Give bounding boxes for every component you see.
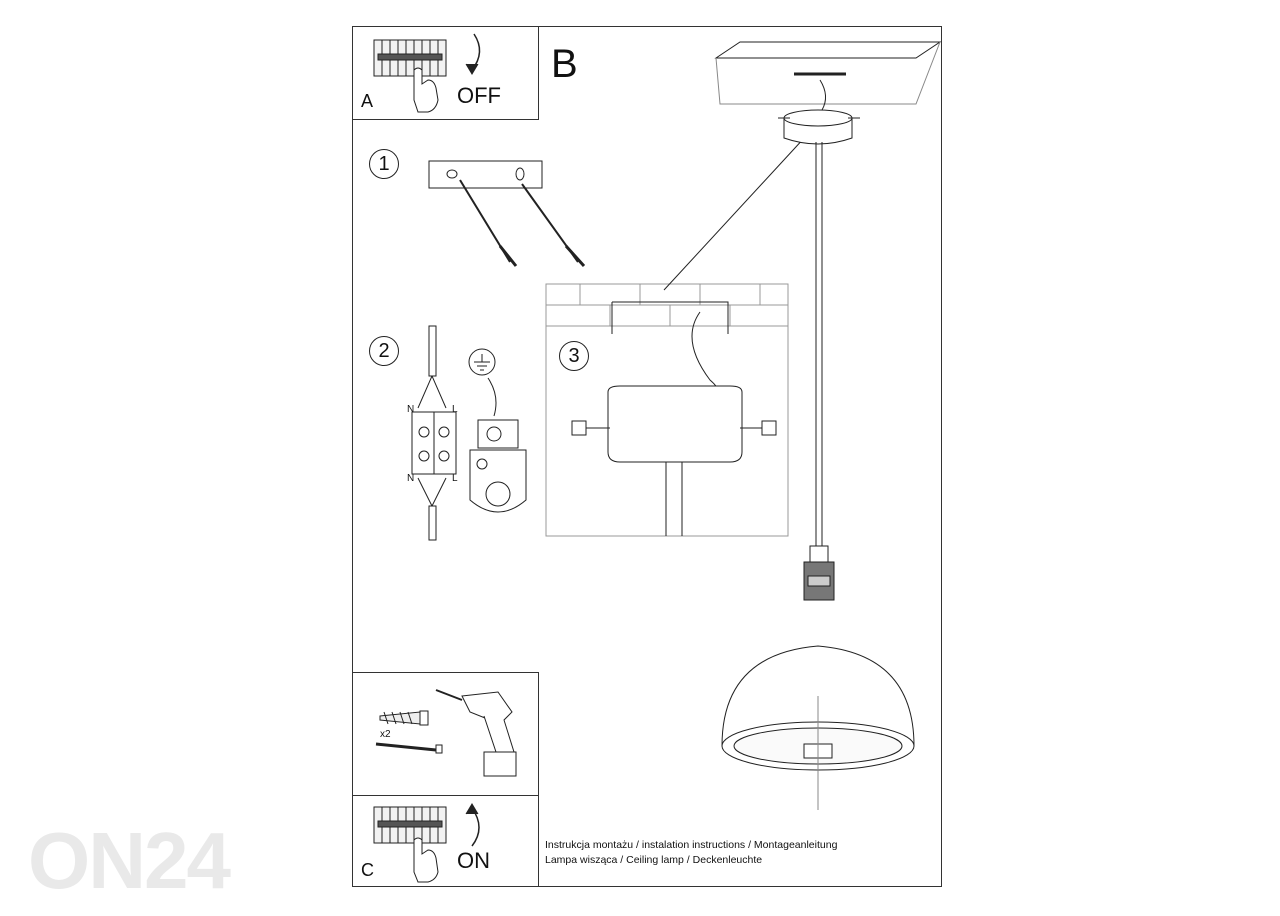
lamp-shade-icon bbox=[721, 645, 915, 810]
drill-icon bbox=[435, 689, 517, 777]
canopy-icon bbox=[778, 79, 860, 145]
fuse-box-icon bbox=[373, 39, 447, 77]
panel-a-letter: A bbox=[361, 91, 374, 111]
on24-watermark: ON24 bbox=[28, 816, 231, 905]
panel-b-letter: B bbox=[551, 42, 578, 86]
mounting-bracket-icon bbox=[428, 160, 586, 268]
terminal-block-icon bbox=[411, 325, 457, 541]
step-3-badge: 3 bbox=[559, 341, 589, 371]
panel-c-letter: C bbox=[361, 860, 374, 880]
hand-icon bbox=[413, 67, 439, 113]
instruction-sheet bbox=[352, 26, 942, 887]
ground-terminal-icon bbox=[468, 348, 527, 513]
step-2-badge: 2 bbox=[369, 336, 399, 366]
caption-line-1: Instrukcja montażu / instalation instruc… bbox=[545, 839, 838, 851]
canopy-detail-icon bbox=[545, 283, 789, 537]
wall-plug-icon bbox=[379, 710, 429, 726]
step-1-badge: 1 bbox=[369, 149, 399, 179]
hand-icon bbox=[413, 837, 439, 883]
panel-a-off-label: OFF bbox=[457, 83, 501, 108]
wire-n-top-label: N bbox=[407, 404, 415, 415]
ceiling-plate-icon bbox=[714, 41, 942, 105]
anchor-quantity-label: x2 bbox=[380, 729, 391, 740]
lamp-socket-icon bbox=[803, 545, 835, 601]
caption-line-2: Lampa wisząca / Ceiling lamp / Deckenleu… bbox=[545, 854, 763, 866]
fuse-box-icon bbox=[373, 806, 447, 844]
panel-c-on-label: ON bbox=[457, 848, 490, 873]
wire-n-bottom-label: N bbox=[407, 473, 415, 484]
wire-l-bottom-label: L bbox=[452, 473, 458, 484]
wire-l-top-label: L bbox=[452, 404, 458, 415]
screw-icon bbox=[375, 742, 443, 754]
